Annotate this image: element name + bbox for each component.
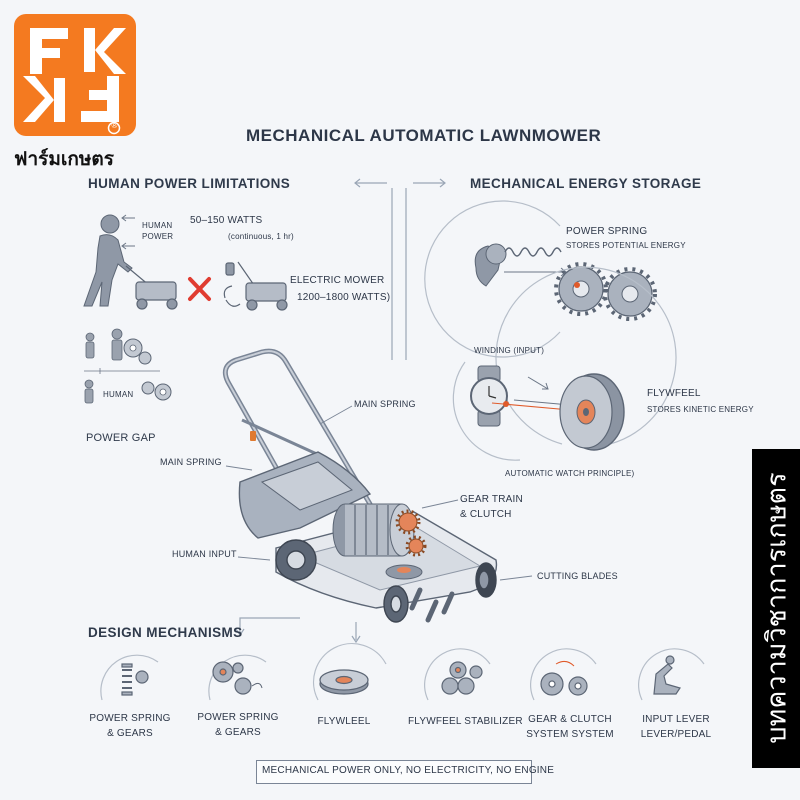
design-item-5-label: GEAR & CLUTCH SYSTEM SYSTEM: [524, 712, 616, 742]
gears-icon: [212, 661, 252, 695]
power-spring-label: POWER SPRING: [566, 226, 648, 237]
brand-name: ฟาร์มเกษตร: [14, 148, 114, 170]
flywheel-disc-icon: [559, 373, 625, 451]
design-item-3-label: FLYWLEEL: [317, 716, 371, 727]
human-power-label-line2: POWER: [142, 232, 174, 241]
design-mechanisms-title: DESIGN MECHANISMS: [88, 625, 243, 640]
human-small-label: HUMAN: [103, 390, 134, 399]
electric-mower-label: ELECTRIC MOWER: [290, 275, 385, 286]
human-power-label-line1: HUMAN: [142, 221, 173, 230]
gear-train-label: GEAR TRAIN & CLUTCH: [460, 492, 523, 522]
human-watts: 50–150 WATTS: [190, 215, 263, 226]
main-spring-left-label: MAIN SPRING: [160, 457, 222, 467]
watch-principle-label: AUTOMATIC WATCH PRINCIPLE): [505, 469, 635, 478]
design-item-5-line1: GEAR & CLUTCH: [528, 714, 612, 725]
stabilizer-gears-icon: [441, 661, 483, 695]
cutting-blades-label: CUTTING BLADES: [537, 571, 618, 581]
design-item-4-label: FLYWFEEL STABILIZER: [408, 716, 523, 727]
design-item-6-line2: LEVER/PEDAL: [640, 729, 712, 740]
design-item-1-line1: POWER SPRING: [89, 713, 171, 724]
spring-gears-icon: [121, 663, 149, 696]
watch-icon: [470, 365, 508, 427]
design-item-6-line1: INPUT LEVER: [642, 714, 710, 725]
design-item-6-label: INPUT LEVER LEVER/PEDAL: [636, 712, 716, 742]
winding-label: WINDING (INPUT): [474, 346, 545, 355]
clutch-gears-icon: [540, 672, 588, 696]
flywheel-sub: STORES KINETIC ENERGY: [647, 405, 754, 414]
gear-train-line1: GEAR TRAIN: [460, 494, 523, 505]
page-title: MECHANICAL AUTOMATIC LAWNMOWER: [246, 126, 602, 145]
side-banner: [752, 449, 800, 768]
footer-text: MECHANICAL POWER ONLY, NO ELECTRICITY, N…: [262, 765, 555, 776]
electric-mower-watts: 1200–1800 WATTS): [297, 292, 391, 303]
gear-train-line2: & CLUTCH: [460, 509, 512, 520]
footer-box: [256, 760, 532, 784]
design-item-1-line2: & GEARS: [107, 728, 153, 739]
energy-storage-title: MECHANICAL ENERGY STORAGE: [470, 176, 702, 191]
logo-mark-icon: [23, 28, 126, 135]
human-power-label: HUMAN POWER: [142, 220, 174, 242]
design-item-2-label: POWER SPRING & GEARS: [194, 710, 282, 740]
power-gap-label: POWER GAP: [86, 432, 156, 444]
flywheel-icon: [319, 669, 369, 695]
brand-logo: ®: [14, 14, 136, 136]
design-item-5-line2: SYSTEM SYSTEM: [526, 729, 614, 740]
human-watts-note: (continuous, 1 hr): [228, 232, 294, 241]
lever-pedal-icon: [653, 655, 681, 695]
human-power-title: HUMAN POWER LIMITATIONS: [88, 176, 291, 191]
power-spring-sub: STORES POTENTIAL ENERGY: [566, 241, 686, 250]
design-item-2-line2: & GEARS: [215, 727, 261, 738]
side-banner-text: บทความวิชาการเกษตร: [761, 472, 793, 744]
registered-mark: ®: [111, 121, 118, 130]
design-item-1-label: POWER SPRING & GEARS: [86, 711, 174, 741]
human-input-label: HUMAN INPUT: [172, 549, 237, 559]
main-spring-top-label: MAIN SPRING: [354, 399, 416, 409]
design-item-2-line1: POWER SPRING: [197, 712, 279, 723]
reel-cylinder: [332, 503, 415, 557]
flywheel-label: FLYWFEEL: [647, 388, 701, 399]
